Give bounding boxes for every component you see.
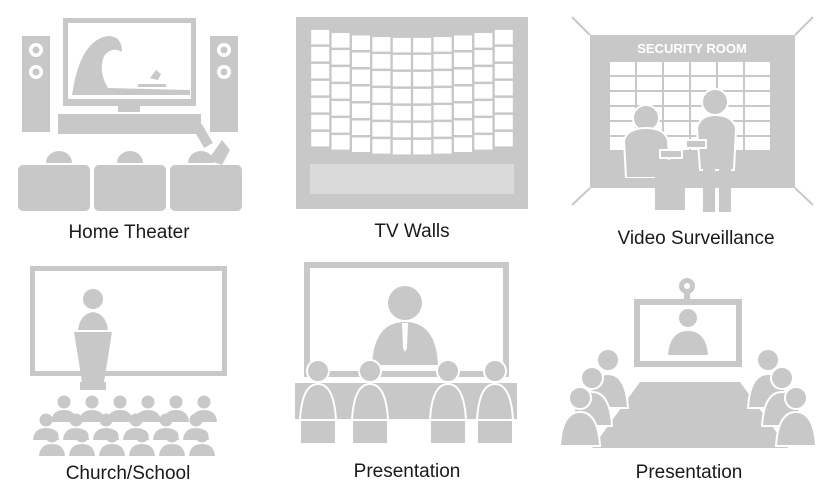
scene-label: TV Walls bbox=[374, 221, 450, 242]
scene-label: Video Surveillance bbox=[617, 228, 775, 249]
scene-label: Presentation bbox=[353, 461, 461, 482]
scene-label: Home Theater bbox=[68, 222, 190, 243]
scene-label: Church/School bbox=[65, 463, 191, 484]
security-room-sign: SECURITY ROOM bbox=[637, 41, 747, 56]
scene-label: Presentation bbox=[635, 462, 743, 483]
